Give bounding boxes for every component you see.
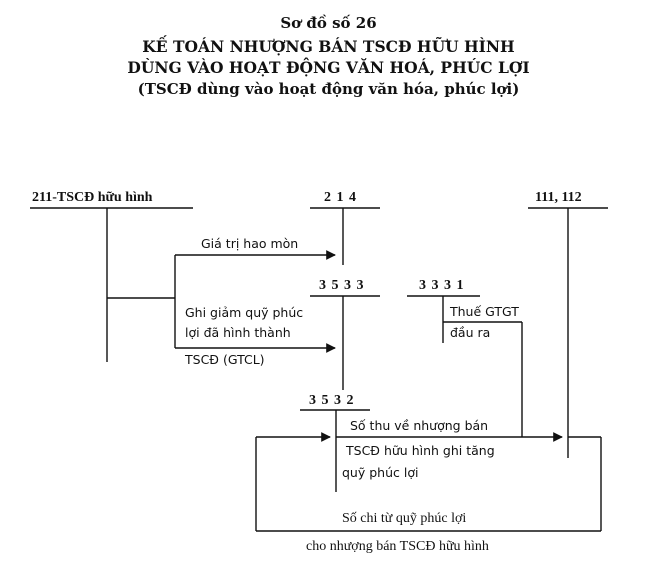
- label-thue-gtgt-line2: đầu ra: [450, 325, 491, 340]
- account-3533: 3 5 3 3: [319, 278, 365, 293]
- account-3331: 3 3 3 1: [419, 278, 465, 293]
- label-so-chi-line1: Số chi từ quỹ phúc lợi: [342, 511, 467, 526]
- label-so-thu-line1: Số thu về nhượng bán: [350, 418, 489, 433]
- label-so-thu-line2: TSCĐ hữu hình ghi tăng: [346, 443, 495, 458]
- diagram-title-line1: KẾ TOÁN NHƯỢNG BÁN TSCĐ HỮU HÌNH: [142, 37, 515, 56]
- label-ghi-giam-line3: TSCĐ (GTCL): [185, 352, 265, 367]
- account-3532: 3 5 3 2: [309, 393, 355, 408]
- account-214: 2 1 4: [324, 190, 357, 205]
- label-gia-tri-hao-mon: Giá trị hao mòn: [201, 236, 299, 251]
- diagram-title-line2: DÙNG VÀO HOẠT ĐỘNG VĂN HOÁ, PHÚC LỢI: [127, 58, 530, 77]
- diagram-subtitle: (TSCĐ dùng vào hoạt động văn hóa, phúc l…: [137, 80, 520, 98]
- label-ghi-giam-line1: Ghi giảm quỹ phúc: [185, 305, 304, 320]
- diagram-number: Sơ đồ số 26: [280, 14, 377, 32]
- label-so-chi-line2: cho nhượng bán TSCĐ hữu hình: [306, 539, 489, 554]
- account-211: 211-TSCĐ hữu hình: [32, 190, 153, 205]
- account-111-112: 111, 112: [535, 190, 582, 205]
- label-so-thu-line3: quỹ phúc lợi: [342, 465, 419, 480]
- label-ghi-giam-line2: lợi đã hình thành: [185, 325, 291, 340]
- label-thue-gtgt-line1: Thuế GTGT: [450, 304, 519, 319]
